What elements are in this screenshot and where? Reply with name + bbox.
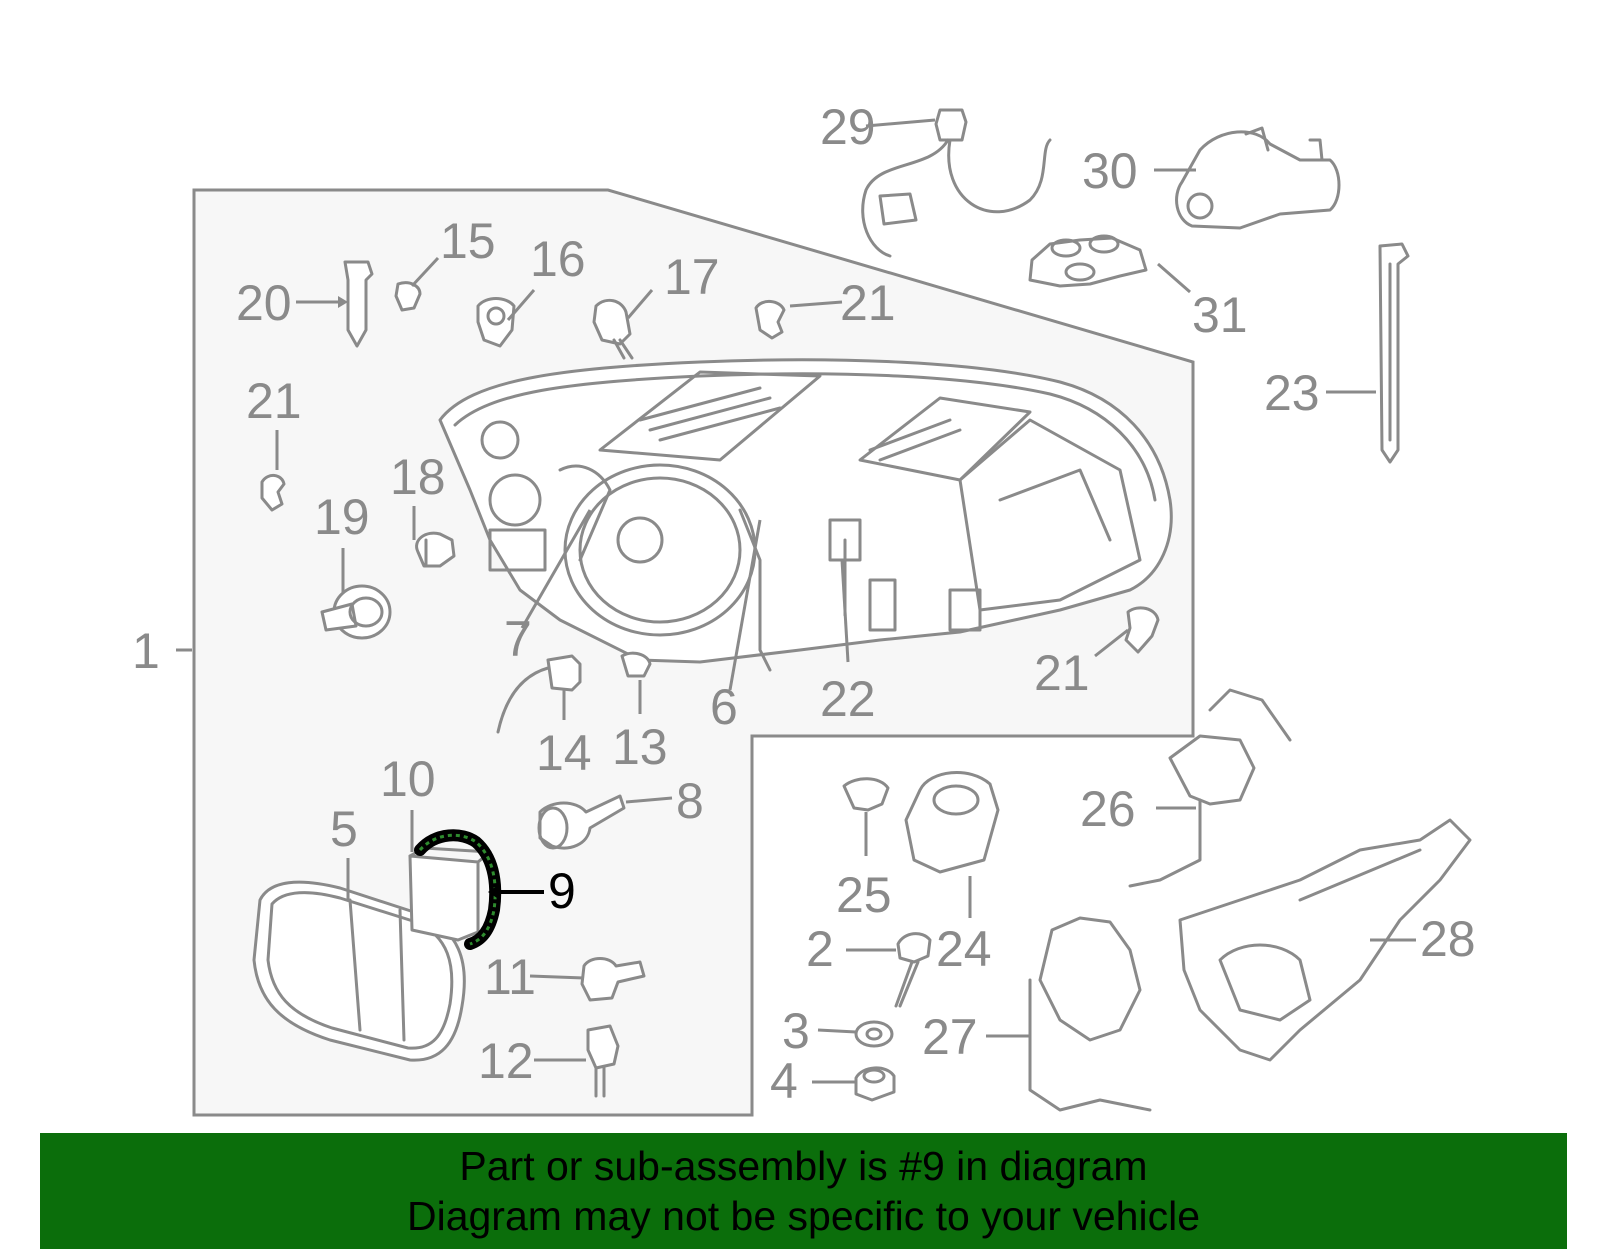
part-4-nut [854,1066,896,1102]
part-11-socket [580,957,646,1002]
callout-26: 26 [1080,781,1136,837]
part-30-washer-pump [1175,126,1341,230]
callout-10: 10 [380,751,436,807]
part-3-washer [854,1020,894,1048]
callout-31: 31 [1192,287,1248,343]
callout-27: 27 [922,1009,978,1065]
info-banner: Part or sub-assembly is #9 in diagram Di… [40,1133,1567,1249]
callout-23: 23 [1264,365,1320,421]
part-28-ballast-module [1178,818,1472,1062]
callout-17: 17 [664,249,720,305]
part-9-seal-highlighted [414,829,502,950]
part-27-level-sensor [1028,916,1152,1112]
callout-15: 15 [440,213,496,269]
callout-30: 30 [1082,143,1138,199]
callout-22: 22 [820,671,876,727]
callout-18: 18 [390,449,446,505]
part-21c-clip [1124,606,1160,654]
part-26-level-sensor [1128,688,1292,888]
callout-4: 4 [770,1053,798,1109]
part-18-bulb [415,531,456,568]
callout-labels: 1 2 3 4 5 6 7 8 9 10 11 12 13 14 15 16 1… [132,99,1476,1109]
banner-line-2: Diagram may not be specific to your vehi… [406,1193,1200,1239]
part-15-bulb [394,281,422,312]
part-21b-clip [260,474,286,512]
callout-1: 1 [132,623,160,679]
callout-3: 3 [782,1003,810,1059]
part-12-connector [586,1024,620,1098]
part-2-screw [894,932,932,1008]
callout-16: 16 [530,231,586,287]
part-16-socket [476,297,516,348]
callout-20: 20 [236,275,292,331]
banner-line-1: Part or sub-assembly is #9 in diagram [459,1143,1148,1189]
callout-8: 8 [676,773,704,829]
callout-7: 7 [504,611,532,667]
part-19-socket [320,584,392,640]
callout-14: 14 [536,725,592,781]
callout-25: 25 [836,867,892,923]
leader-lines [176,118,1416,1084]
callout-13: 13 [612,719,668,775]
part-25-grommet [842,777,890,812]
callout-24: 24 [936,921,992,977]
part-8-bulb [537,794,626,850]
callout-9: 9 [548,863,576,919]
part-13-bulb [620,651,652,678]
part-31-nozzle [1028,234,1148,288]
part-21a-clip [754,300,786,340]
callout-21-top: 21 [840,275,896,331]
part-10-igniter [408,846,492,942]
part-29-harness [861,108,1052,258]
callout-11: 11 [484,949,536,1005]
part-23-seal-strip [1378,242,1410,464]
callout-21-left: 21 [246,373,302,429]
callout-19: 19 [314,489,370,545]
part-17-socket [592,298,634,360]
callout-6: 6 [710,679,738,735]
callout-21-right: 21 [1034,645,1090,701]
callout-5: 5 [330,801,358,857]
part-14-socket-harness [496,654,582,734]
callout-28: 28 [1420,911,1476,967]
headlamp-housing [438,358,1173,672]
part-24-adjuster [904,771,1000,874]
callout-29: 29 [820,99,876,155]
callout-2: 2 [806,921,834,977]
part-20-bracket [343,260,374,348]
callout-12: 12 [478,1033,534,1089]
